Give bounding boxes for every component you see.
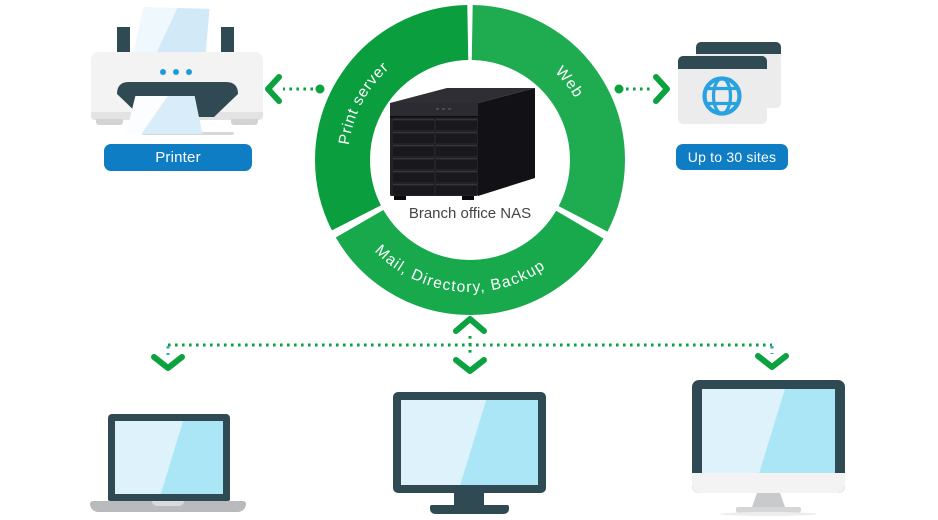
browser-titlebar-back [696,42,781,54]
nas-caption: Branch office NAS [408,205,532,222]
ring-segment-web [470,5,625,232]
monitor-neck [454,493,484,505]
printer-paper-out [126,96,203,134]
globe-icon [702,76,742,116]
printer-foot-right [231,119,258,125]
printer-badge-label: Printer [155,149,201,166]
monitor-screen [401,400,538,485]
printer-paper-in [133,7,210,54]
browser-titlebar-front [678,56,767,69]
printer-led-1 [160,69,166,75]
imac-base [736,507,801,514]
imac-shadow [720,512,817,516]
monitor-base [430,505,509,514]
services-ring: Print server Web Mail, Directory, Backup [315,5,625,315]
printer-foot-left [96,119,123,125]
imac-neck [752,493,785,507]
laptop-base-notch [152,501,184,506]
websites-badge: Up to 30 sites [676,144,788,170]
laptop-base [90,501,246,512]
printer-badge: Printer [104,144,252,171]
nas-drive-bays [393,119,477,195]
arrow-to-printer [265,74,325,104]
websites-badge-label: Up to 30 sites [687,149,777,165]
ring-segment-mail [335,209,604,315]
monitor-frame [393,392,546,493]
imac-screen [702,389,835,473]
printer-led-2 [173,69,179,75]
imac-chin [692,473,845,493]
printer-led-3 [186,69,192,75]
arrow-to-clients [151,316,789,374]
nas-device-icon [390,88,535,200]
printer-post-left [117,27,130,55]
laptop-screen-frame [108,414,230,501]
arrow-to-websites [614,74,670,104]
laptop-screen [115,421,223,494]
imac-head [692,380,845,493]
printer-post-right [221,27,234,55]
ring-segment-print-server [315,5,470,231]
